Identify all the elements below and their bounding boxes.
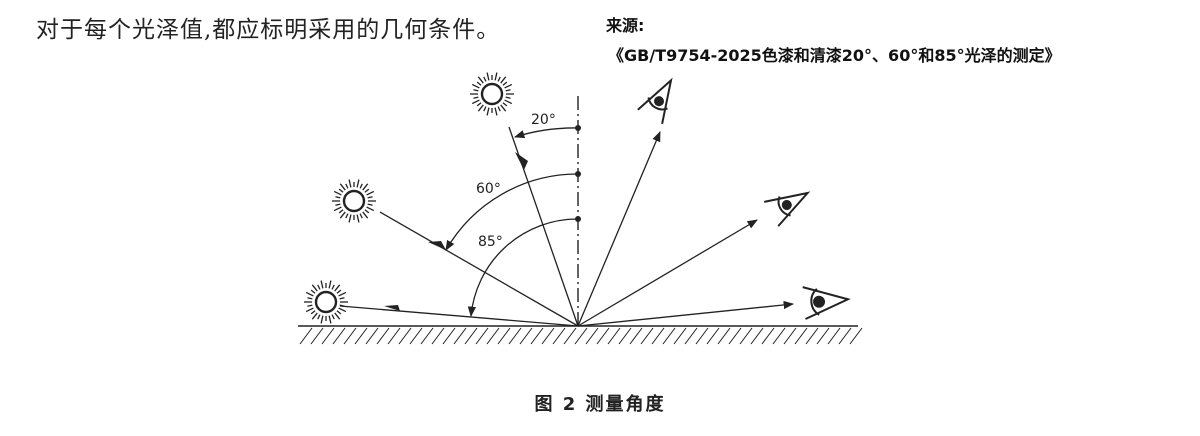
reflected-ray-60 <box>577 219 758 327</box>
intro-text: 对于每个光泽值,都应标明采用的几何条件。 <box>36 17 501 43</box>
reflected-ray-85 <box>577 300 795 327</box>
source-reference: 《GB/T9754-2025色漆和清漆20°、60°和85°光泽的测定》 <box>608 46 1061 65</box>
sun-icon-60 <box>332 179 376 223</box>
incident-arrow-85 <box>384 305 400 311</box>
surface-hatching <box>299 327 863 345</box>
angle-arc-85 <box>467 218 579 318</box>
eye-icon-85 <box>802 286 851 320</box>
sun-icon-85 <box>304 280 348 324</box>
eye-icon-60 <box>764 191 811 227</box>
incident-arrow-60 <box>428 241 446 250</box>
angle-label-60: 60° <box>476 181 501 197</box>
incident-ray-85 <box>339 305 579 327</box>
incident-arrow-20 <box>515 152 528 170</box>
incident-ray-60 <box>379 211 579 327</box>
reflected-ray-20 <box>577 131 661 327</box>
source-label: 来源: <box>606 16 645 35</box>
angle-arc-60 <box>445 173 579 251</box>
angle-arc-20 <box>514 127 579 139</box>
angle-label-20: 20° <box>531 112 556 128</box>
angle-label-85: 85° <box>478 234 503 250</box>
eye-icon-20 <box>637 77 673 124</box>
sun-icon-20 <box>470 72 514 116</box>
figure-caption: 图 2 测量角度 <box>534 394 666 415</box>
normal-point-20 <box>575 125 581 131</box>
